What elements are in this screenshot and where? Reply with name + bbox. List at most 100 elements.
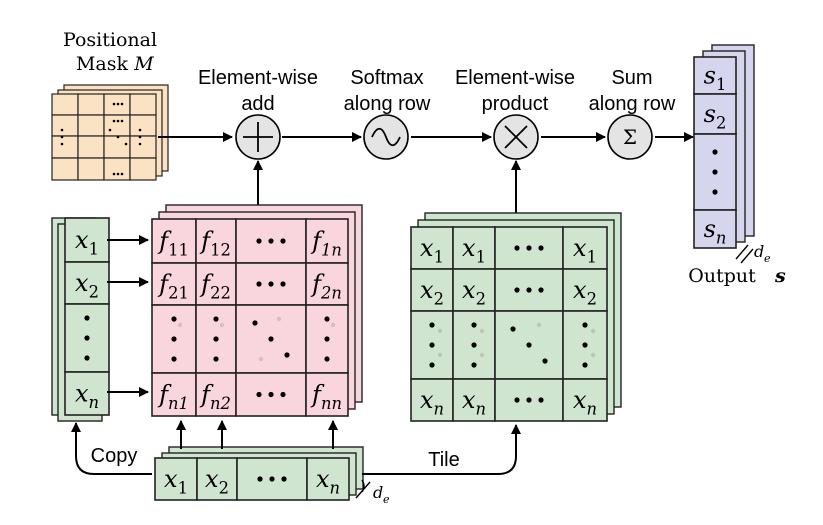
mask-dot <box>116 102 120 106</box>
ellipsis-dot <box>213 356 219 362</box>
op-add-label-line1: Element-wise <box>198 67 318 89</box>
cell-label-sub: 12 <box>210 241 231 260</box>
x-cell <box>64 261 110 305</box>
ellipsis-dot <box>284 352 290 358</box>
bottom-x-label-1-sub: 1 <box>178 479 188 498</box>
ellipsis-dot <box>171 316 177 322</box>
s-label-2: s2 <box>704 100 727 133</box>
cell-label: f11 <box>157 227 189 260</box>
cell-label-base: x <box>462 234 476 262</box>
bottom-dim-slash-2 <box>355 481 371 499</box>
cell-label-sub: 22 <box>210 284 231 303</box>
cell-label: xn <box>420 386 444 419</box>
op-sum-label-line2: along row <box>589 93 676 115</box>
s-label-2-base: s <box>704 100 716 128</box>
faint-dot <box>330 322 336 328</box>
copy-label: Copy <box>91 445 138 467</box>
bottom-x-label-2-base: x <box>205 465 219 493</box>
grid-cell <box>305 262 349 306</box>
ellipsis-dot <box>712 169 718 175</box>
x-label-2-sub: 2 <box>89 283 99 302</box>
mask-dot <box>116 119 120 123</box>
ellipsis-dot <box>514 287 520 293</box>
faint-dot <box>177 322 183 328</box>
faint-dot <box>479 352 485 358</box>
cell-label-sub: n <box>434 400 445 419</box>
faint-dot <box>437 328 443 334</box>
ellipsis-dot <box>429 322 435 328</box>
grid-cell <box>305 304 349 374</box>
bottom-dimension-marker: d e <box>355 479 390 506</box>
mask-cell <box>103 135 131 159</box>
mask-cell <box>129 157 157 181</box>
op-softmax-label-line2: along row <box>344 93 431 115</box>
ellipsis-dot <box>538 287 544 293</box>
ellipsis-dot <box>514 245 520 251</box>
mask-title: Positional Mask M <box>63 29 157 75</box>
x-label-1-sub: 1 <box>89 240 99 259</box>
s-label-1-base: s <box>704 61 716 89</box>
ellipsis-dot <box>471 362 477 368</box>
bottom-cell <box>306 457 350 501</box>
cell-label: x2 <box>462 276 486 309</box>
ellipsis-dot <box>538 245 544 251</box>
cell-label-sub: 11 <box>168 241 189 260</box>
cell-label-base: x <box>462 386 476 414</box>
mask-cell <box>103 114 131 137</box>
times-icon-b <box>504 125 528 149</box>
copy-arrow <box>71 422 152 475</box>
ellipsis-dot <box>538 397 544 403</box>
mask-cell <box>77 157 105 181</box>
ellipsis-dot <box>257 476 263 482</box>
cell-label-base: x <box>573 234 587 262</box>
mask-cell <box>51 93 79 116</box>
faint-dot <box>276 316 282 322</box>
bottom-dim-label: d <box>373 483 383 502</box>
faint-dot <box>590 328 596 334</box>
element-wise-add-operator <box>235 114 281 160</box>
cell-label-base: x <box>420 386 434 414</box>
x-cell <box>64 217 110 263</box>
bottom-x-label-4-sub: n <box>330 479 341 498</box>
x-label-1-base: x <box>75 226 89 254</box>
cell-label: x1 <box>573 234 597 267</box>
mask-dot <box>116 172 120 176</box>
cell-label: xn <box>573 386 597 419</box>
grid-cell <box>452 226 496 270</box>
ellipsis-dot <box>429 362 435 368</box>
ellipsis-dot <box>324 316 330 322</box>
mask-dot <box>124 142 128 146</box>
cell-label-sub: 2 <box>434 290 444 309</box>
grid-cell <box>452 268 496 312</box>
mask-dot <box>120 119 124 123</box>
ellipsis-dot <box>84 315 90 321</box>
sum-operator: Σ <box>607 114 653 160</box>
mask-dot <box>120 102 124 106</box>
cell-label-base: x <box>573 386 587 414</box>
bottom-dim-sub: e <box>383 493 390 506</box>
ellipsis-dot <box>268 336 274 342</box>
grid-cell <box>151 218 197 264</box>
s-label-1: s1 <box>704 61 727 94</box>
faint-dot <box>437 352 443 358</box>
ellipsis-dot <box>171 356 177 362</box>
mask-cell <box>77 135 105 159</box>
mask-dot <box>120 172 124 176</box>
mask-cell <box>51 157 79 181</box>
cell-label-sub: n2 <box>210 394 231 413</box>
mask-dot <box>112 119 116 123</box>
output-dim-slash-1 <box>735 244 749 260</box>
bottom-x-label-4-base: x <box>316 465 330 493</box>
grid-cell <box>562 268 608 312</box>
mask-cell <box>129 114 157 137</box>
grid-cell <box>452 378 496 422</box>
cell-label-sub: n1 <box>168 394 189 413</box>
cell-label-base: x <box>420 234 434 262</box>
grid-cell <box>562 310 608 380</box>
ellipsis-dot <box>256 281 262 287</box>
grid-cell <box>195 372 237 417</box>
